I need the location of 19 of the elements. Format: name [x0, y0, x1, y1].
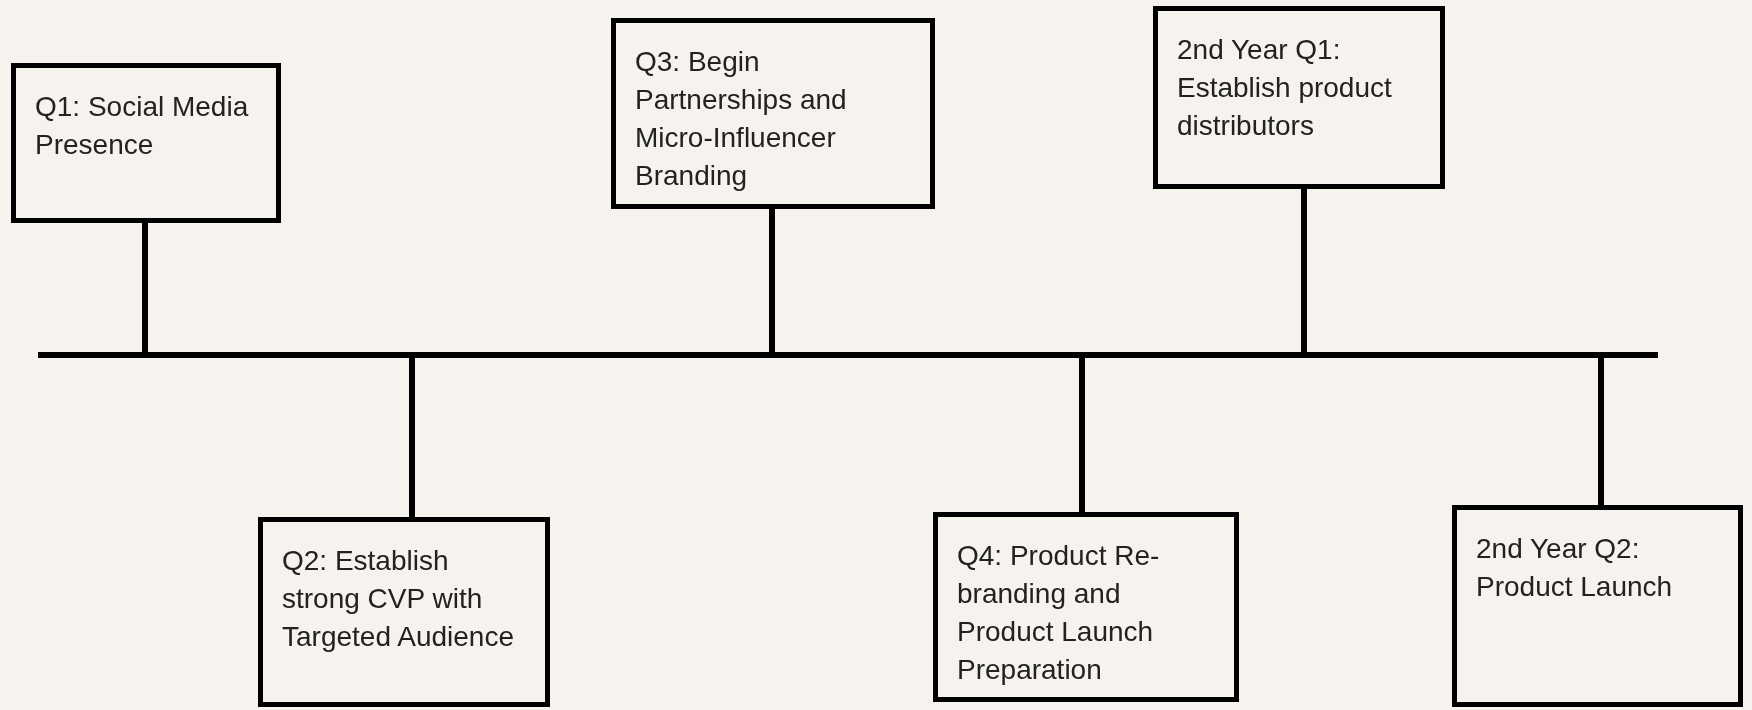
milestone-text: Q3: Begin Partnerships and Micro-Influencer Branding: [635, 45, 848, 193]
milestone-box: [258, 517, 550, 707]
milestone-text: Q2: Establish strong CVP with Targeted Audience: [282, 544, 515, 654]
connector-line: [409, 358, 415, 517]
milestone-text: 2nd Year Q2: Product Launch: [1476, 532, 1674, 604]
milestone-box: [933, 512, 1239, 702]
milestone-box: [1153, 6, 1445, 189]
milestone-text: Q1: Social Media Presence: [35, 90, 250, 162]
milestone-box: [11, 63, 281, 223]
connector-line: [1301, 189, 1307, 352]
connector-line: [769, 209, 775, 352]
milestone-box: [1452, 505, 1743, 707]
milestone-box: [611, 18, 935, 209]
milestone-text: 2nd Year Q1: Establish product distributors: [1177, 33, 1393, 143]
milestone-text: Q4: Product Re-branding and Product Launch Preparation: [957, 539, 1161, 687]
connector-line: [1079, 358, 1085, 512]
timeline-bar: [38, 352, 1658, 358]
connector-line: [1598, 358, 1604, 505]
connector-line: [142, 223, 148, 352]
